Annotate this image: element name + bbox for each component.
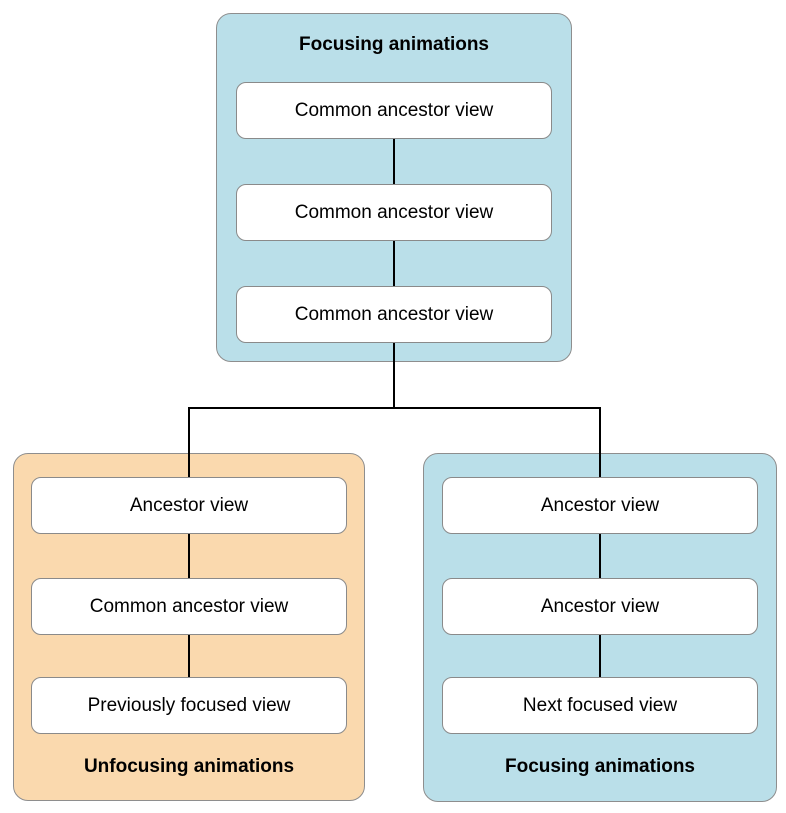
connector-top-1-2 bbox=[393, 139, 395, 185]
node-common-ancestor-view-3: Common ancestor view bbox=[236, 286, 552, 343]
connector-left-2-3 bbox=[188, 635, 190, 678]
node-next-focused-view: Next focused view bbox=[442, 677, 758, 734]
node-common-ancestor-view-1: Common ancestor view bbox=[236, 82, 552, 139]
connector-top-2-3 bbox=[393, 241, 395, 287]
connector-right-1-2 bbox=[599, 534, 601, 579]
connector-right-stem bbox=[599, 407, 601, 477]
connector-left-stem bbox=[188, 407, 190, 477]
node-right-ancestor-view-2: Ancestor view bbox=[442, 578, 758, 635]
node-previously-focused-view: Previously focused view bbox=[31, 677, 347, 734]
connector-right-2-3 bbox=[599, 635, 601, 678]
node-right-ancestor-view-1: Ancestor view bbox=[442, 477, 758, 534]
connector-center-stem bbox=[393, 343, 395, 409]
node-left-ancestor-view: Ancestor view bbox=[31, 477, 347, 534]
node-left-common-ancestor-view: Common ancestor view bbox=[31, 578, 347, 635]
node-common-ancestor-view-2: Common ancestor view bbox=[236, 184, 552, 241]
connector-branch-horizontal bbox=[188, 407, 601, 409]
group-title-focusing-animations-bottom: Focusing animations bbox=[504, 756, 696, 777]
group-title-unfocusing-animations: Unfocusing animations bbox=[83, 756, 295, 777]
connector-left-1-2 bbox=[188, 534, 190, 579]
group-title-focusing-animations-top: Focusing animations bbox=[298, 34, 490, 55]
